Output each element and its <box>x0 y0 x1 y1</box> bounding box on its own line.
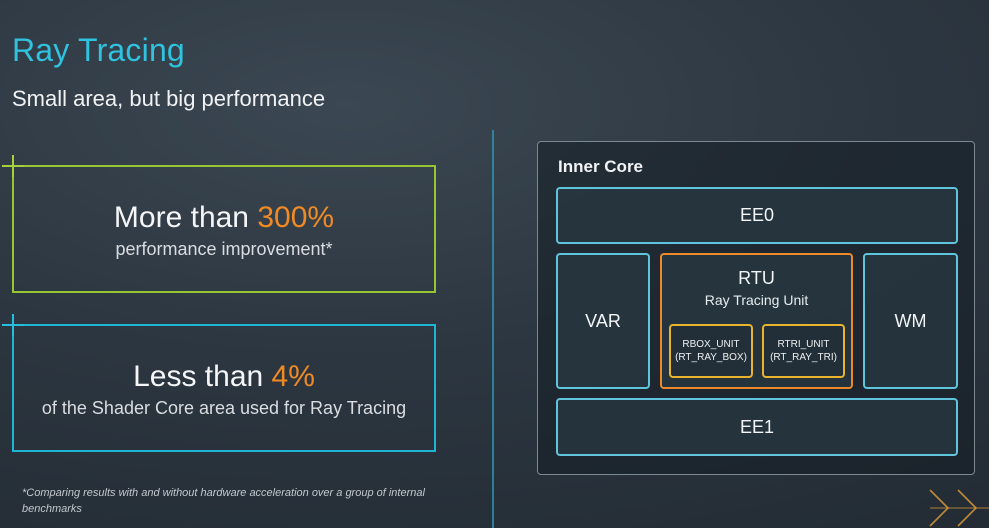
wm-label: WM <box>894 310 927 331</box>
area-stat-card: Less than 4% of the Shader Core area use… <box>12 324 436 452</box>
performance-caption: performance improvement* <box>115 239 333 259</box>
rbox-unit-detail: (RT_RAY_BOX) <box>675 352 747 363</box>
performance-value: 300% <box>257 201 335 234</box>
slide-subtitle: Small area, but big performance <box>12 86 326 111</box>
ee1-label: EE1 <box>739 416 775 437</box>
performance-headline: More than 300% <box>14 201 434 235</box>
inner-core-label: Inner Core <box>558 157 644 176</box>
slide-title: Ray Tracing <box>12 32 185 68</box>
vertical-divider <box>492 130 494 528</box>
area-headline-prefix: Less than <box>133 360 272 393</box>
rtri-unit-name: RTRI_UNIT <box>777 339 830 350</box>
rtu-subtitle: Ray Tracing Unit <box>704 292 809 308</box>
crosshair-icon <box>2 314 24 336</box>
var-label: VAR <box>585 310 621 331</box>
chevron-arrows-icon <box>929 489 989 527</box>
ee0-label: EE0 <box>739 205 775 225</box>
ee1-block: EE1 <box>556 398 958 456</box>
rtri-unit-detail: (RT_RAY_TRI) <box>770 352 837 363</box>
area-caption: of the Shader Core area used for Ray Tra… <box>41 398 407 418</box>
rbox-unit-block: RBOX_UNIT (RT_RAY_BOX) <box>669 324 753 378</box>
area-headline: Less than 4% <box>14 360 434 394</box>
footnote: *Comparing results with and without hard… <box>22 487 425 515</box>
crosshair-icon <box>2 155 24 177</box>
wm-block: WM <box>863 253 958 389</box>
var-block: VAR <box>556 253 650 389</box>
rbox-unit-name: RBOX_UNIT <box>682 339 740 350</box>
ee0-block: EE0 <box>556 187 958 244</box>
performance-headline-prefix: More than <box>113 201 258 234</box>
performance-stat-card: More than 300% performance improvement* <box>12 165 436 293</box>
area-value: 4% <box>271 360 315 393</box>
rtu-title: RTU <box>738 268 775 288</box>
rtri-unit-block: RTRI_UNIT (RT_RAY_TRI) <box>762 324 845 378</box>
